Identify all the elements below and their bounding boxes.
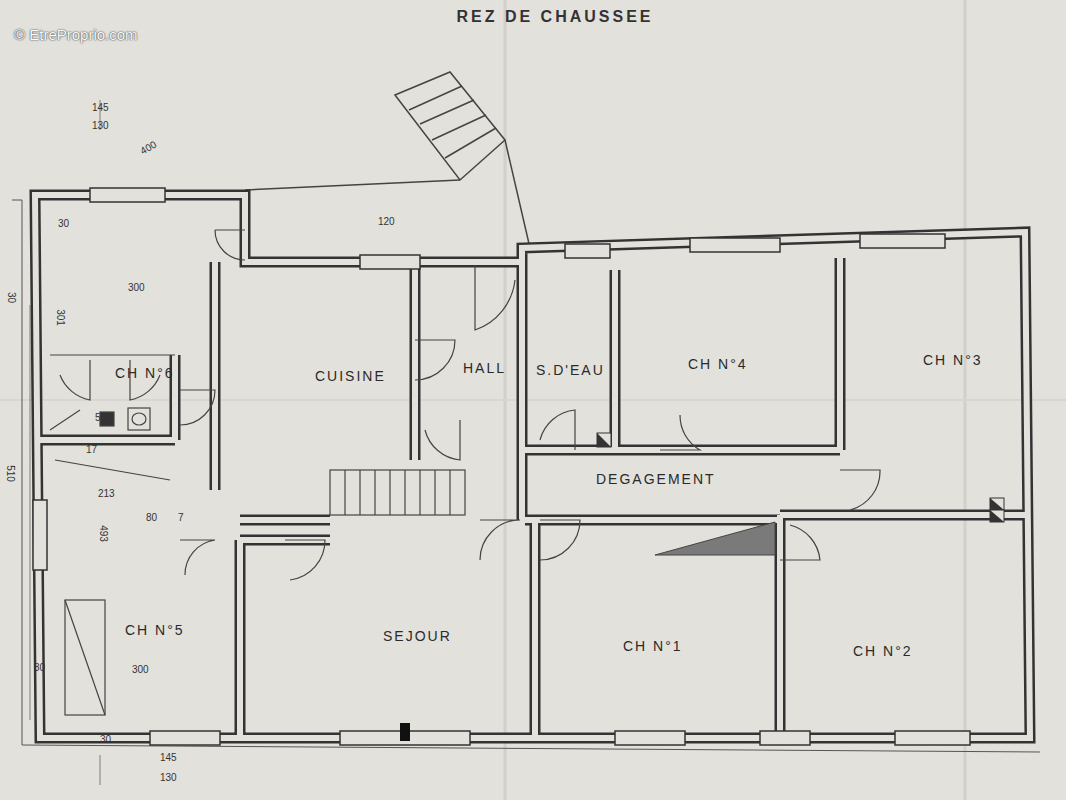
room-area: CH N°4 bbox=[618, 268, 838, 448]
watermark: © EtreProprio.com bbox=[14, 26, 138, 43]
room-label: HALL bbox=[463, 360, 506, 376]
room-area: CH N°3 bbox=[843, 260, 1025, 510]
dimension-label: 145 bbox=[92, 102, 109, 113]
dimension-label: 7 bbox=[178, 512, 184, 523]
dimension-label: 300 bbox=[128, 282, 145, 293]
dimension-label: 30 bbox=[100, 734, 111, 745]
dimension-label: 301 bbox=[55, 309, 66, 326]
dimension-label: 213 bbox=[98, 488, 115, 499]
room-label: S.D'EAU bbox=[536, 362, 605, 378]
room-area: CH N°1 bbox=[538, 523, 778, 735]
dimension-label: 300 bbox=[132, 664, 149, 675]
room-label: CH N°6 bbox=[115, 365, 175, 381]
room-label: SEJOUR bbox=[383, 628, 452, 644]
room-area: CH N°6 bbox=[45, 205, 215, 353]
room-area: CH N°5 bbox=[45, 444, 237, 734]
dimension-label: 130 bbox=[92, 120, 109, 131]
room-area: SEJOUR bbox=[243, 543, 533, 733]
room-label: CH N°5 bbox=[125, 622, 185, 638]
room-area: S.D'EAU bbox=[526, 272, 614, 447]
dimension-label: 510 bbox=[5, 465, 16, 482]
room-area: CUISINE bbox=[235, 268, 413, 468]
dimension-label: 120 bbox=[378, 216, 395, 227]
room-area: CH N°2 bbox=[783, 518, 1027, 733]
dimension-label: 30 bbox=[6, 292, 17, 303]
room-area: HALL bbox=[418, 268, 520, 453]
dimension-label: 493 bbox=[98, 525, 109, 542]
room-label: CH N°3 bbox=[923, 352, 983, 368]
dimension-label: 53 bbox=[95, 412, 106, 423]
room-label: CH N°1 bbox=[623, 638, 683, 654]
dimension-label: 80 bbox=[146, 512, 157, 523]
room-label: CUISINE bbox=[315, 368, 386, 384]
dimension-label: 130 bbox=[160, 772, 177, 783]
dimension-label: 145 bbox=[160, 752, 177, 763]
room-label: CH N°4 bbox=[688, 356, 748, 372]
room-label: DEGAGEMENT bbox=[596, 471, 716, 487]
room-area: DEGAGEMENT bbox=[526, 453, 838, 517]
plan-title: REZ DE CHAUSSEE bbox=[456, 8, 653, 26]
dimension-label: 30 bbox=[58, 218, 69, 229]
room-label: CH N°2 bbox=[853, 643, 913, 659]
dimension-label: 30 bbox=[34, 662, 45, 673]
dimension-label: 17 bbox=[86, 444, 97, 455]
